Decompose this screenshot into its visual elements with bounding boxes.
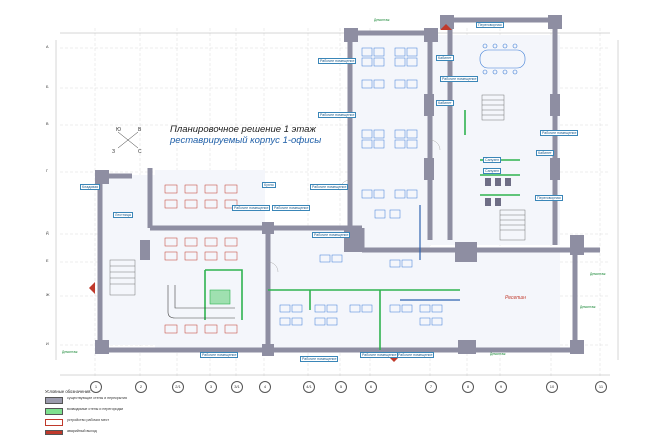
room-label: Рабочее помещение [440,76,479,83]
room-label: Рабочее помещение [312,232,351,239]
room-label: Рабочее помещение [232,205,271,212]
compass-rose: Ю В З С [112,127,142,155]
room-label: Кладовая [80,184,101,191]
axis-row-marker: И [46,342,49,346]
legend-text: возводимые стены и перегородки [67,407,124,411]
room-label: Кабинет [536,150,554,157]
axis-row-marker: В [46,122,49,126]
legend-text: аварийный выход [67,429,97,433]
annotation-note: Демонтаж [590,272,606,276]
annotation-note: Демонтаж [580,305,596,309]
legend-title: Условные обозначения: [45,389,92,394]
room-label: Переговорная [476,22,504,29]
legend-swatch [45,408,63,415]
legend-text: существующие стены и перекрытия [67,396,127,400]
plan-title: Планировочное решение 1 этаж [170,124,316,135]
axis-marker: 2 [135,381,147,393]
room-label: Рабочее помещение [360,352,399,359]
room-label: Рабочее помещение [310,184,349,191]
room-label: Рабочее помещение [396,352,435,359]
axis-row-marker: Д [46,231,49,235]
new-partitions [204,110,520,350]
axis-marker: 2/1 [172,381,184,393]
axis-marker: 1 [90,381,102,393]
room-label: Рабочее помещение [300,356,339,363]
room-label: Рабочее помещение [318,58,357,65]
axis-marker: 5 [335,381,347,393]
svg-text:В: В [138,127,142,133]
room-label: Лестница [113,212,133,219]
plan-subtitle: реставрируемый корпус 1-офисы [170,135,322,146]
annotation-note: Демонтаж [490,352,506,356]
axis-marker: 6 [365,381,377,393]
room-fills [100,35,560,350]
legend-swatch [45,419,63,426]
room-label: Рабочее помещение [540,130,579,137]
axis-marker: 4 [259,381,271,393]
annotation-note: Демонтаж [374,18,390,22]
stairs [109,94,526,296]
room-label: Кабинет [436,100,454,107]
svg-text:С: С [138,149,142,155]
axis-marker: 10 [546,381,558,393]
axis-marker: 9 [495,381,507,393]
room-label: Санузел [483,157,501,164]
svg-text:З: З [112,149,115,155]
workstations [279,47,443,326]
meeting-table [479,43,526,75]
axis-marker: 3 [205,381,217,393]
room-label: Кухня [262,182,276,189]
axis-row-marker: Б [46,85,49,89]
axis-marker: 3/1 [231,381,243,393]
axis-marker: 4/1 [303,381,315,393]
legend-swatch [45,397,63,404]
annotation-note: Демонтаж [62,350,78,354]
room-label: Рабочее помещение [200,352,239,359]
axis-row-marker: А [46,45,49,49]
reception-label: Ресепшн [505,295,526,301]
axis-row-marker: Е [46,259,49,263]
tables [164,184,238,334]
room-label: Рабочее помещение [318,112,357,119]
axis-row-marker: Г [46,169,49,173]
room-label: Рабочее помещение [272,205,311,212]
axis-marker: 11 [595,381,607,393]
room-label: Санузел [483,168,501,175]
dimension-lines [55,32,619,376]
axis-row-marker: Ж [46,293,50,297]
cafe-counter [167,285,235,319]
axis-marker: 7 [425,381,437,393]
room-label: Переговорная [535,195,563,202]
svg-text:Ю: Ю [116,127,121,133]
legend-text: устройство рабочих мест [67,418,110,422]
glass-partitions [400,205,460,301]
legend-swatch [45,430,63,435]
room-label: Кабинет [436,55,454,62]
axis-marker: 8 [462,381,474,393]
toilets [485,178,511,206]
